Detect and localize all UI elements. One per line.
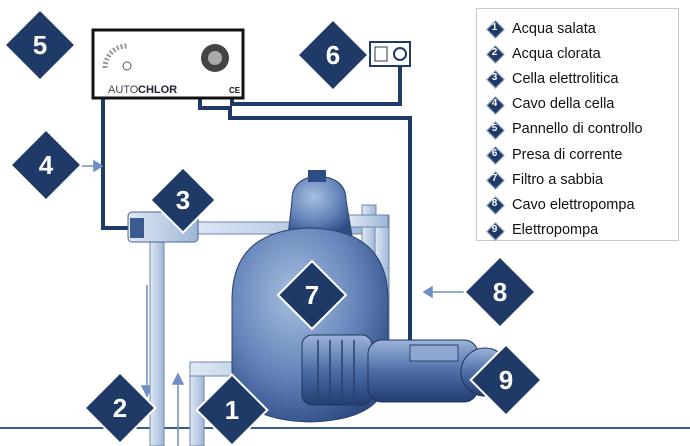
svg-text:7: 7 <box>305 280 319 310</box>
svg-text:1: 1 <box>225 395 239 425</box>
diamond-icon: 9 <box>486 221 505 241</box>
legend-item: 4 Cavo della cella <box>486 92 678 117</box>
marker-5: 5 <box>3 8 77 82</box>
legend: 1 Acqua salata 2 Acqua clorata 3 Cella elet… <box>476 8 679 241</box>
marker-7: 7 <box>276 259 348 331</box>
svg-text:2: 2 <box>113 393 127 423</box>
power-cable <box>230 66 402 106</box>
diamond-icon: 5 <box>486 121 505 140</box>
diamond-icon: 6 <box>486 146 505 165</box>
legend-item: 2 Acqua clorata <box>486 41 678 66</box>
svg-text:4: 4 <box>39 150 54 180</box>
legend-label: Presa di corrente <box>512 146 623 163</box>
legend-item: 1 Acqua salata <box>486 16 678 41</box>
legend-item: 8 Cavo elettropompa <box>486 192 678 217</box>
ce-mark: CE <box>229 86 241 95</box>
legend-label: Cavo elettropompa <box>512 196 635 213</box>
diamond-icon: 7 <box>486 171 505 190</box>
diamond-icon: 1 <box>486 20 505 39</box>
marker-1: 1 <box>195 373 269 446</box>
legend-item: 7 Filtro a sabbia <box>486 167 678 192</box>
return-pipe <box>149 237 165 446</box>
svg-text:5: 5 <box>33 30 47 60</box>
cell-cable <box>101 98 130 230</box>
legend-item: 6 Presa di corrente <box>486 142 678 167</box>
legend-label: Acqua clorata <box>512 45 601 62</box>
diamond-icon: 3 <box>486 70 505 90</box>
control-panel: AUTO CHLOR CE <box>91 28 245 100</box>
legend-label: Filtro a sabbia <box>512 171 604 188</box>
diamond-icon: 4 <box>486 95 505 115</box>
marker-6: 6 <box>296 18 370 92</box>
legend-label: Pannello di controllo <box>512 121 643 138</box>
diamond-icon: 2 <box>486 45 505 64</box>
svg-text:8: 8 <box>493 277 507 307</box>
legend-label: Elettropompa <box>512 222 599 239</box>
marker-8: 8 <box>463 255 537 329</box>
legend-label: Cella elettrolitica <box>512 70 619 87</box>
electric-pump <box>301 334 510 406</box>
marker-4: 4 <box>9 128 83 202</box>
legend-item: 9 Elettropompa <box>486 218 678 243</box>
svg-text:6: 6 <box>326 40 340 70</box>
legend-item: 5 Pannello di controllo <box>486 117 678 142</box>
legend-label: Acqua salata <box>512 20 596 37</box>
brand-auto: AUTO <box>108 84 139 96</box>
legend-item: 3 Cella elettrolitica <box>486 66 678 91</box>
brand-chlor: CHLOR <box>138 84 177 96</box>
marker-9: 9 <box>469 343 543 417</box>
marker-2: 2 <box>83 371 157 445</box>
cables <box>101 66 412 350</box>
diamond-icon: 8 <box>486 196 505 216</box>
marker-3: 3 <box>149 166 217 234</box>
legend-label: Cavo della cella <box>512 96 615 113</box>
power-outlet <box>369 41 411 67</box>
pump-cable <box>198 98 412 350</box>
svg-text:3: 3 <box>176 185 190 215</box>
svg-text:9: 9 <box>499 365 513 395</box>
